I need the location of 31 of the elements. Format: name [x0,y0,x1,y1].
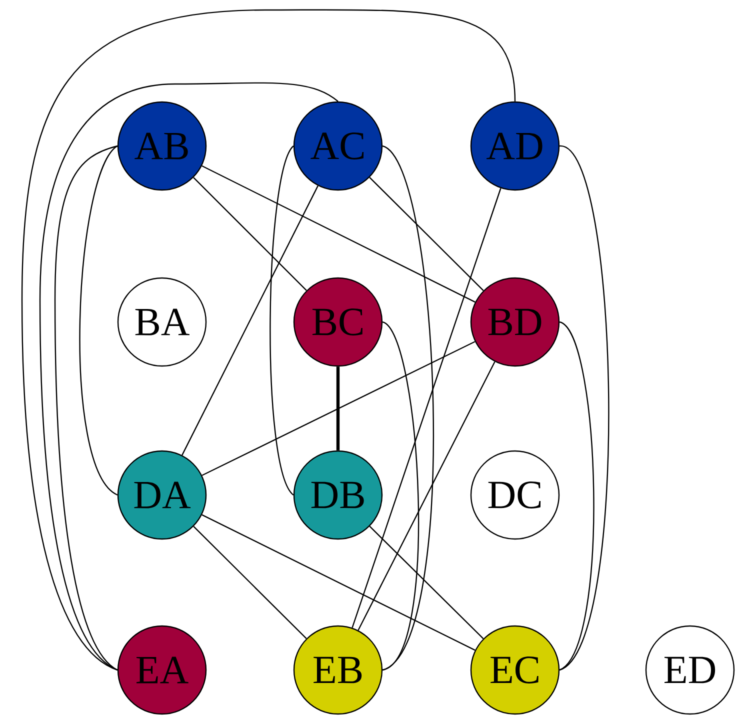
circle-node: BC [293,277,383,367]
connector-line [79,146,118,496]
connector-line [270,146,294,496]
connector-line [193,526,307,639]
connector-line [382,322,419,670]
connector-line [193,177,307,291]
circle-node: BD [470,277,560,367]
circle-node: BA [117,277,207,367]
circle-node: EA [117,625,207,715]
connector-line [369,526,484,640]
connector-line [202,341,476,476]
circle-node: DC [470,450,560,540]
circle-node: DA [117,450,207,540]
connector-line [202,165,476,303]
circle-node: EC [470,625,560,715]
circle-node: ED [645,625,735,715]
circle-node: AC [293,101,383,191]
circle-node: AB [117,101,207,191]
circle-node: EB [293,625,383,715]
circle-node: DB [293,450,383,540]
connector-line [352,188,502,628]
circle-node: AD [470,101,560,191]
connector-line [39,82,338,670]
connector-line [202,514,476,651]
connector-line [182,186,318,456]
connector-line [369,177,484,291]
connector-line [21,9,516,671]
connector-line [358,361,496,631]
connector-line [54,145,118,670]
connector-line [336,366,340,450]
connector-line [559,322,594,670]
